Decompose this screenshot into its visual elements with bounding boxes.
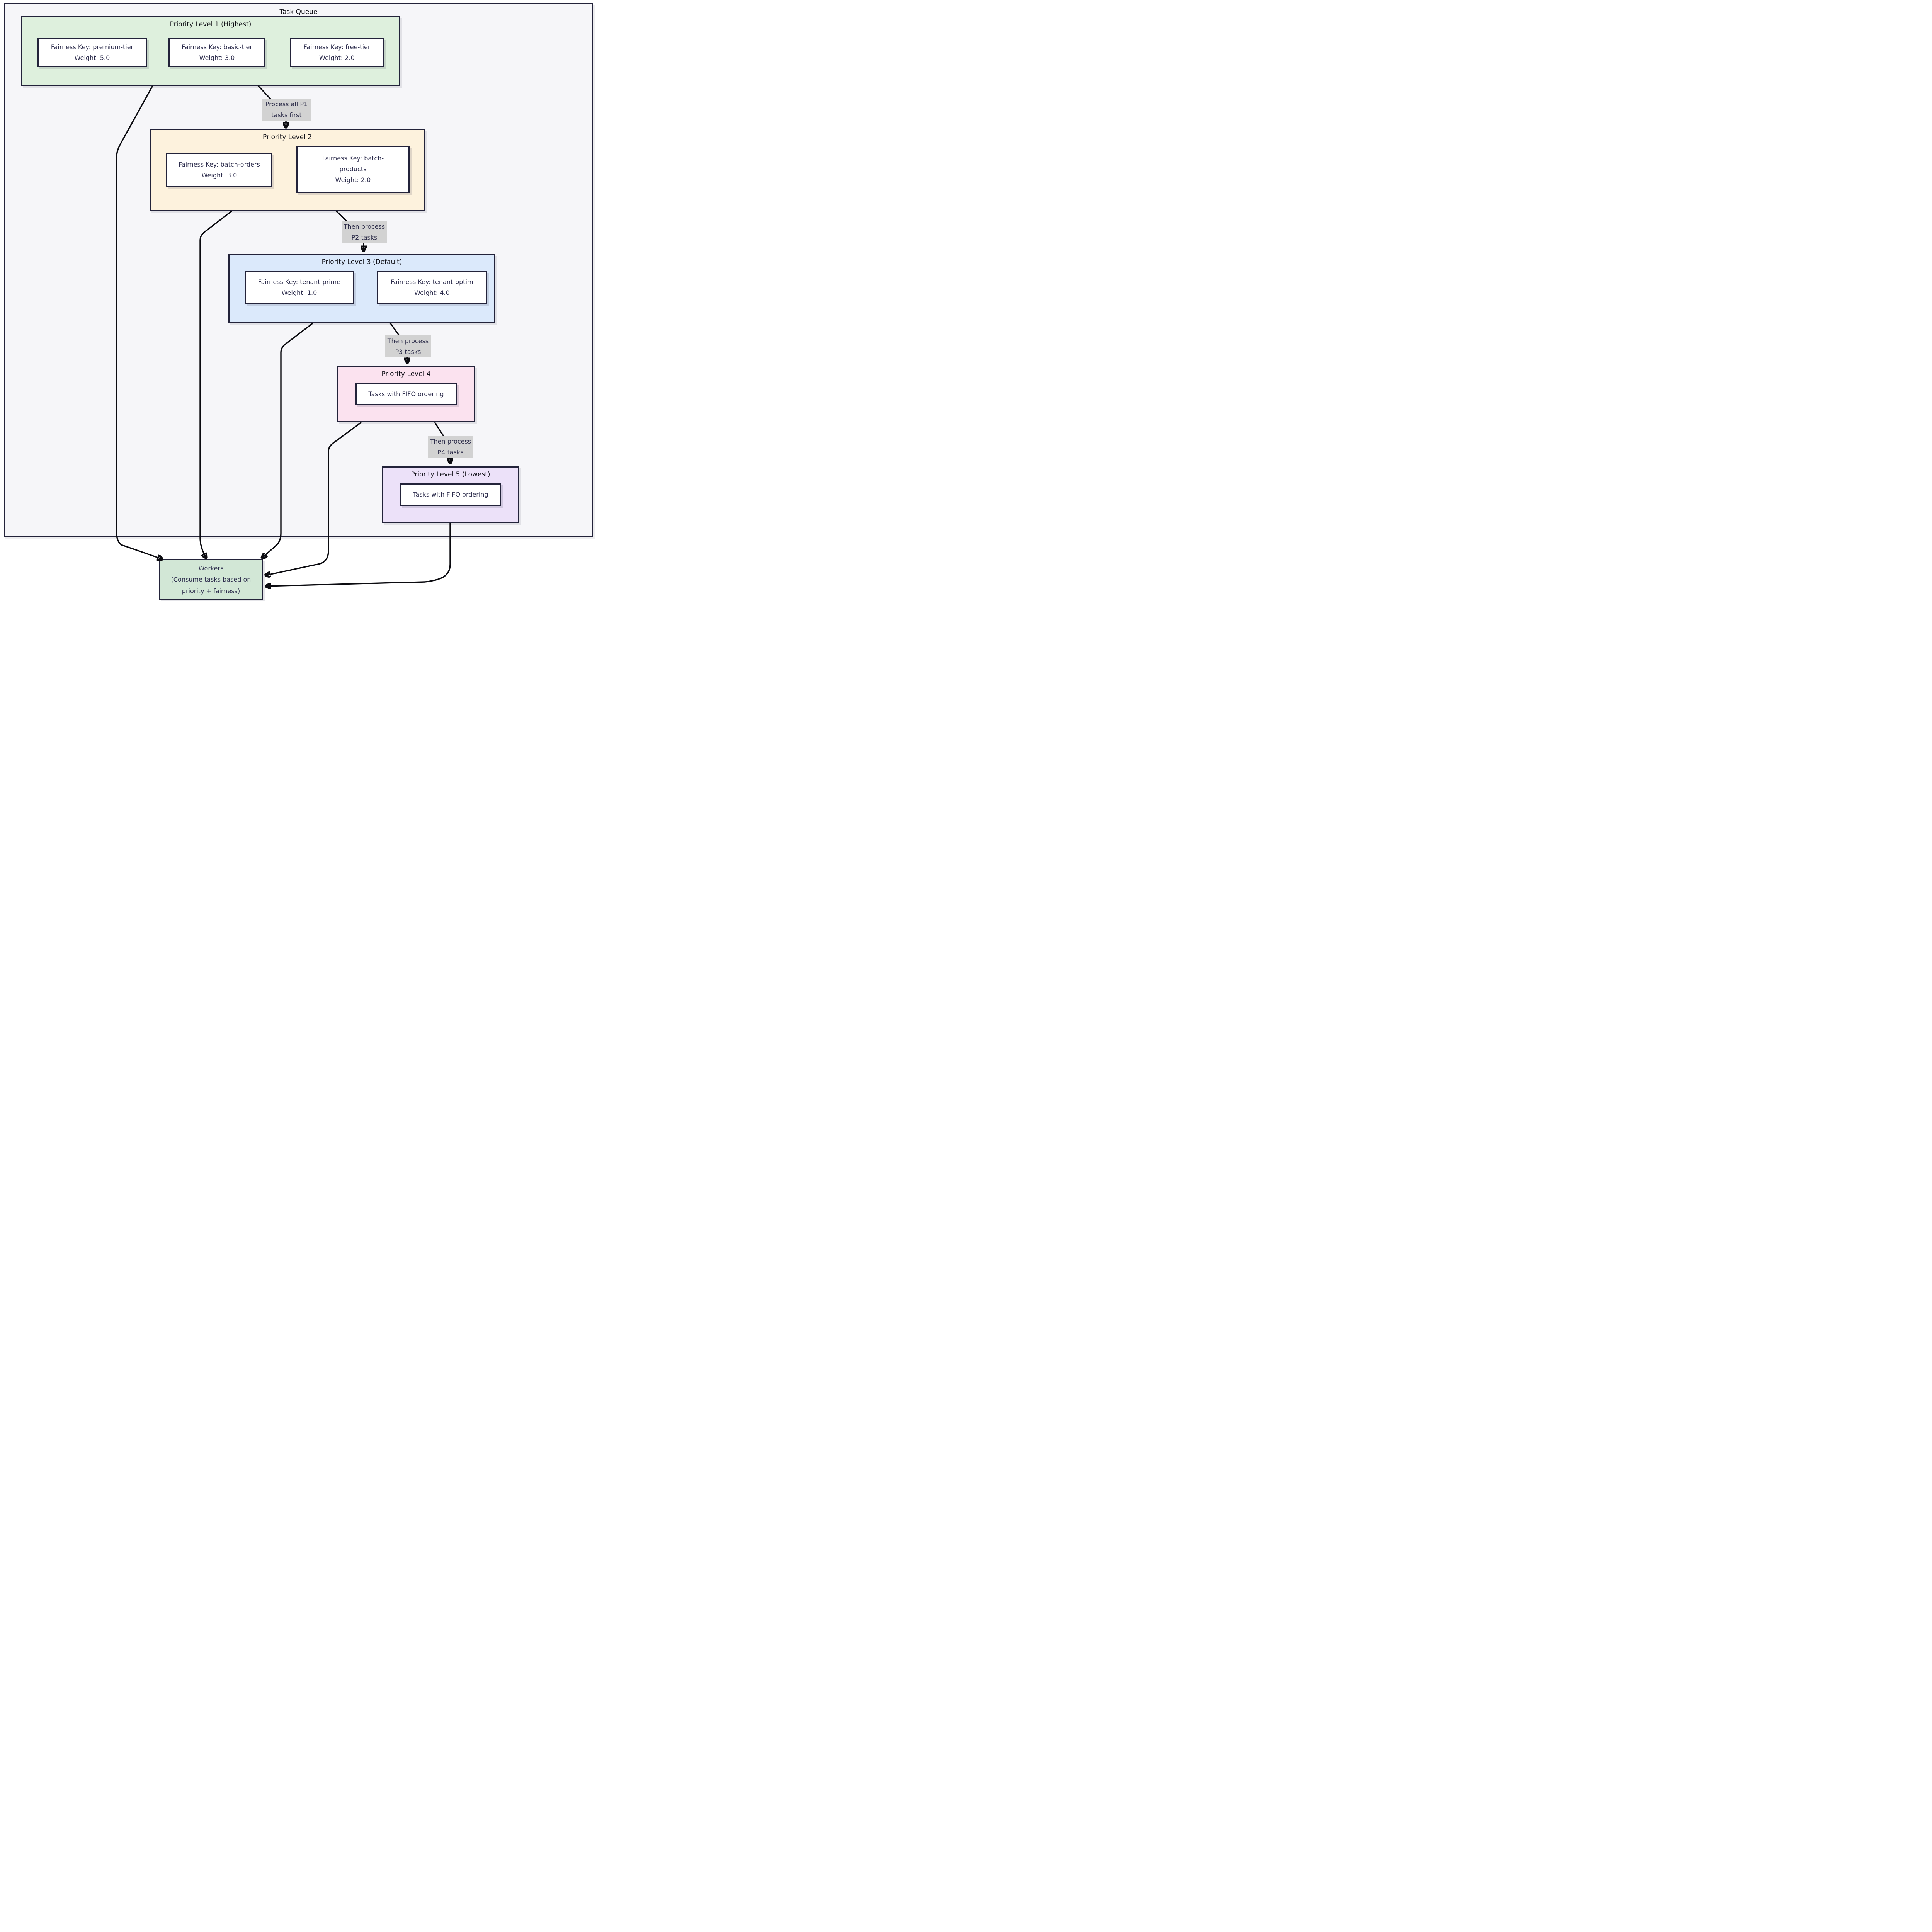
group-priority-level-2-title: Priority Level 2	[262, 133, 312, 141]
node-free-tier: Fairness Key: free-tier Weight: 2.0	[290, 38, 384, 67]
edge-label-process-p2: Then process P2 tasks	[342, 221, 387, 243]
node-premium-tier: Fairness Key: premium-tier Weight: 5.0	[37, 38, 147, 67]
node-premium-tier-text: Fairness Key: premium-tier Weight: 5.0	[51, 43, 134, 61]
node-p5-fifo-text: Tasks with FIFO ordering	[413, 491, 488, 498]
group-priority-level-4-title: Priority Level 4	[381, 370, 431, 378]
flowchart-canvas: Task Queue Priority Level 1 (Highest) Fa…	[0, 0, 596, 601]
node-batch-products-text: Fairness Key: batch- products Weight: 2.…	[322, 155, 384, 184]
node-p4-fifo-text: Tasks with FIFO ordering	[368, 390, 444, 398]
edge-label-process-p4: Then process P4 tasks	[428, 436, 473, 458]
node-tenant-prime: Fairness Key: tenant-prime Weight: 1.0	[245, 271, 354, 304]
node-free-tier-text: Fairness Key: free-tier Weight: 2.0	[303, 43, 371, 61]
edge-label-process-p3: Then process P3 tasks	[385, 335, 431, 357]
edge-label-process-p1: Process all P1 tasks first	[262, 99, 311, 121]
node-tenant-optim-text: Fairness Key: tenant-optim Weight: 4.0	[391, 278, 473, 296]
edge-label-process-p1-text: Process all P1 tasks first	[265, 100, 308, 119]
group-priority-level-1-title: Priority Level 1 (Highest)	[170, 20, 252, 28]
node-basic-tier-text: Fairness Key: basic-tier Weight: 3.0	[182, 43, 252, 61]
node-p4-fifo: Tasks with FIFO ordering	[355, 383, 457, 405]
node-workers: Workers (Consume tasks based on priority…	[159, 559, 263, 600]
task-queue-title: Task Queue	[279, 8, 318, 16]
node-tenant-optim: Fairness Key: tenant-optim Weight: 4.0	[377, 271, 487, 304]
node-batch-orders-text: Fairness Key: batch-orders Weight: 3.0	[179, 161, 260, 179]
edge-label-process-p2-text: Then process P2 tasks	[344, 223, 385, 241]
edge-label-process-p3-text: Then process P3 tasks	[387, 337, 429, 355]
node-p5-fifo: Tasks with FIFO ordering	[400, 483, 501, 506]
node-basic-tier: Fairness Key: basic-tier Weight: 3.0	[168, 38, 265, 67]
group-priority-level-5-title: Priority Level 5 (Lowest)	[411, 471, 490, 478]
node-tenant-prime-text: Fairness Key: tenant-prime Weight: 1.0	[258, 278, 341, 296]
node-batch-products: Fairness Key: batch- products Weight: 2.…	[296, 146, 410, 193]
group-priority-level-3-title: Priority Level 3 (Default)	[321, 258, 402, 266]
node-workers-text: Workers (Consume tasks based on priority…	[171, 564, 251, 595]
node-batch-orders: Fairness Key: batch-orders Weight: 3.0	[166, 153, 272, 187]
edge-label-process-p4-text: Then process P4 tasks	[430, 438, 471, 456]
